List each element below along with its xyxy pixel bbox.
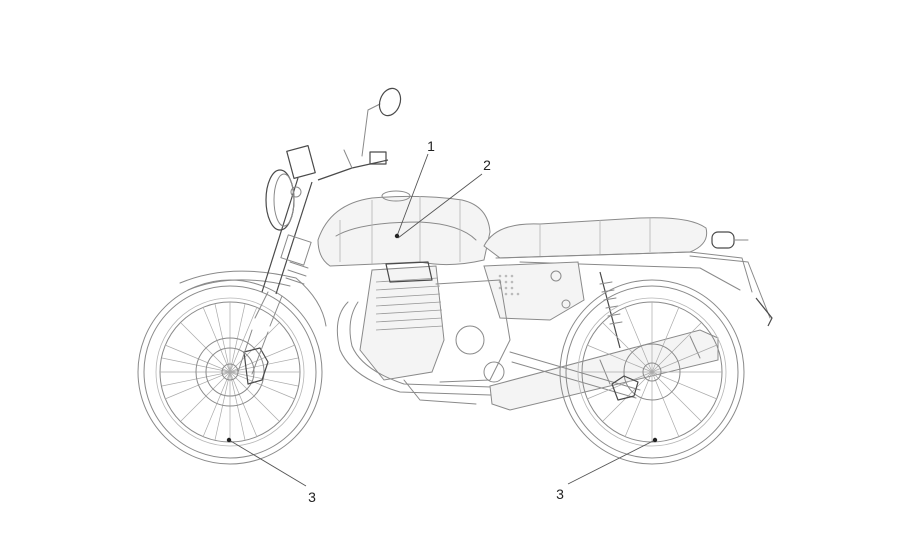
front-brake-caliper [243,347,269,385]
callout-1-label: 1 [427,138,435,154]
side-panel [483,261,585,321]
seat [483,217,708,259]
mirror [361,87,402,157]
front-wheel-spokes [160,302,300,442]
callout-3-rear-dot [652,437,658,443]
callout-3-front: 3 [226,437,316,505]
engine [359,261,511,405]
callout-2-leader [397,173,483,239]
callout-3-rear-label: 3 [556,486,564,502]
callout-3-rear: 3 [556,437,658,502]
callout-3-front-dot [226,437,232,443]
fuel-tank [317,190,491,267]
callout-1-dot [394,233,400,239]
rear-subframe [495,251,773,327]
front-fork [237,177,313,375]
callout-3-front-leader [228,439,307,487]
rear-turn-signal [711,231,749,249]
rear-wheel-spokes [582,302,722,442]
rear-brake-caliper [611,375,639,401]
rear-wheel [559,279,745,465]
callout-1-leader [396,153,429,237]
fuel-cap [381,190,411,202]
callout-1: 1 [394,138,435,239]
callout-2: 2 [397,157,491,239]
headlight [265,169,302,231]
callout-3-rear-leader [567,439,656,485]
front-wheel [137,270,327,465]
callout-3-front-label: 3 [308,489,316,505]
callout-2-label: 2 [483,157,491,173]
front-fender [179,270,327,327]
instrument-and-handlebar [286,145,389,181]
